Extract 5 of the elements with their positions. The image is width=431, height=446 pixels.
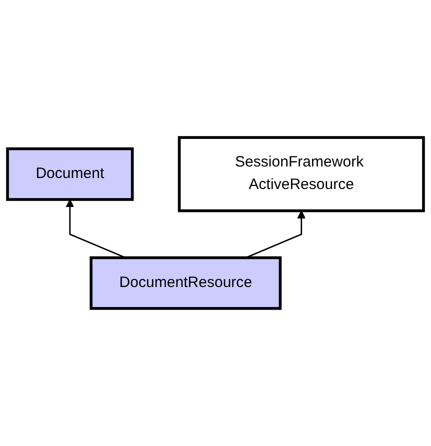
node-box: SessionFramework ActiveResource [178,136,425,212]
arrow [245,210,306,258]
node-box: Document [6,147,134,201]
arrow [66,199,126,258]
node-box: DocumentResource [90,256,282,310]
